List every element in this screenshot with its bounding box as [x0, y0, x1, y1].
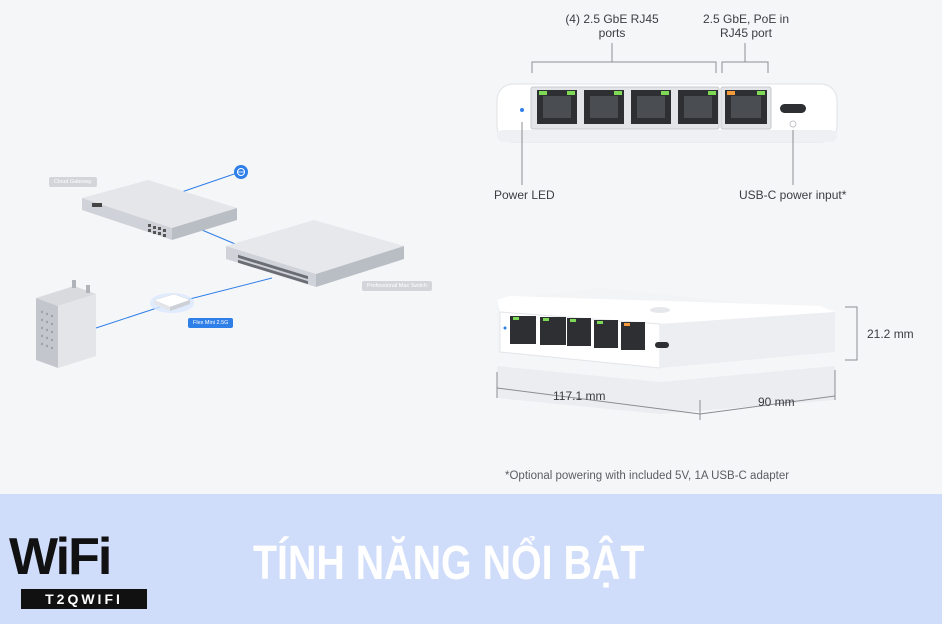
cloud-gateway-tag: Cloud Gateway	[49, 177, 97, 187]
dimension-lines	[496, 306, 858, 420]
depth-dimension-label: 90 mm	[758, 395, 795, 409]
front-rj45-port-2	[584, 90, 624, 124]
power-footnote: *Optional powering with included 5V, 1A …	[505, 470, 790, 482]
power-led-label: Power LED	[494, 188, 555, 202]
poe-bracket	[721, 61, 769, 73]
flex-mini-device	[150, 293, 194, 313]
brand-logo-subtitle: T2QWIFI	[21, 589, 147, 609]
height-dimension-label: 21.2 mm	[867, 327, 914, 341]
usbc-input-label: USB-C power input*	[739, 188, 847, 202]
pro-max-switch-tag: Professional Max Switch	[362, 281, 432, 291]
link-flex-computer	[95, 306, 161, 329]
product-feature-image	[0, 0, 942, 494]
flex-mini-tag: Flex Mini 2.5G	[188, 318, 234, 328]
cloud-gateway-device	[82, 180, 237, 240]
link-switch-flex	[177, 277, 273, 303]
device-reflection	[497, 366, 835, 414]
front-poe-port	[725, 90, 767, 124]
front-rj45-port-4	[678, 90, 718, 124]
power-led-indicator	[520, 108, 524, 112]
poe-port-label: 2.5 GbE, PoE in RJ45 port	[702, 12, 790, 40]
feature-banner	[0, 494, 942, 624]
length-dimension-label: 117.1 mm	[553, 389, 606, 403]
front-rj45-port-3	[631, 90, 671, 124]
ports-label: (4) 2.5 GbE RJ45 ports	[565, 12, 659, 40]
workstation-computer	[36, 280, 96, 368]
angled-view-device	[497, 288, 835, 369]
usbc-port	[780, 104, 806, 113]
ports-bracket	[531, 61, 717, 73]
banner-title: TÍNH NĂNG NỔI BẬT	[253, 537, 645, 590]
brand-logo-word: WiFi	[9, 528, 112, 586]
pro-max-switch-device	[226, 220, 404, 287]
front-rj45-port-1	[537, 90, 577, 124]
